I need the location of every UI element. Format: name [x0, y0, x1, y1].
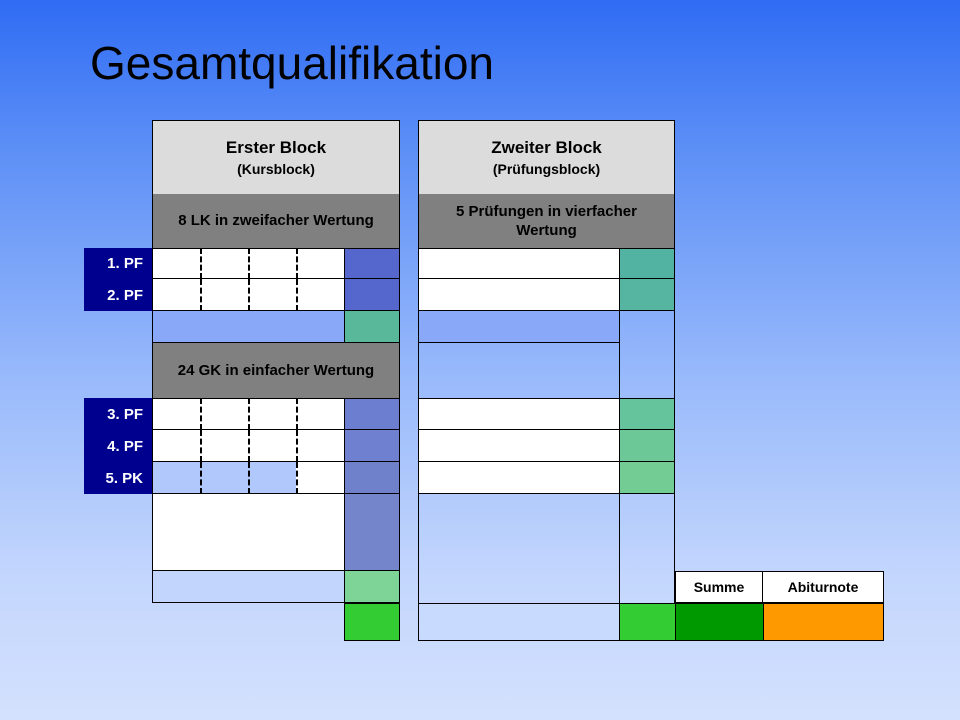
exam-cell[interactable]: [418, 398, 619, 430]
exam-subtotal-cell: [619, 398, 675, 430]
exam-cell[interactable]: [418, 462, 619, 494]
block2-exam-label: 5 Prüfungen in vierfacher Wertung: [418, 194, 675, 248]
row-label-4: 4. PF: [84, 430, 152, 462]
row-label-5: 5. PK: [84, 462, 152, 494]
exam-cell[interactable]: [418, 430, 619, 462]
gk-cell[interactable]: [152, 430, 200, 462]
lk-cell[interactable]: [296, 279, 344, 311]
lk-cell[interactable]: [200, 248, 248, 279]
block2-subtitle: (Prüfungsblock): [492, 161, 601, 177]
block2-exam-text: 5 Prüfungen in vierfacher Wertung: [456, 202, 637, 240]
exam-subtotal-cell: [619, 462, 675, 494]
exam-cell[interactable]: [418, 279, 619, 311]
gk-cell[interactable]: [296, 430, 344, 462]
lk-cell[interactable]: [152, 279, 200, 311]
exam-sum-spacer: [418, 311, 619, 343]
lk-cell[interactable]: [248, 248, 296, 279]
exam-gk-spacer: [418, 343, 619, 398]
gk-cell[interactable]: [152, 462, 200, 494]
gk-sum-spacer: [152, 571, 344, 603]
gk-cell[interactable]: [200, 462, 248, 494]
block1-title: Erster Block: [225, 138, 327, 157]
exam-extra-subtotal-spacer: [619, 494, 675, 603]
gk-cell[interactable]: [296, 462, 344, 494]
gk-cell[interactable]: [152, 398, 200, 430]
grade-value-cell: [763, 603, 884, 641]
gk-cell[interactable]: [248, 430, 296, 462]
exam-subtotal-cell: [619, 430, 675, 462]
lk-cell[interactable]: [296, 248, 344, 279]
gk-extra-cell[interactable]: [152, 494, 344, 571]
row-label-2: 2. PF: [84, 279, 152, 311]
gk-subtotal-cell: [344, 430, 400, 462]
gk-cell[interactable]: [248, 462, 296, 494]
exam-subtotal-cell: [619, 279, 675, 311]
block1-lk-label: 8 LK in zweifacher Wertung: [152, 194, 400, 248]
exam-subtotal-cell: [619, 248, 675, 279]
lk-sum-cell: [344, 311, 400, 343]
block2-header: Zweiter Block (Prüfungsblock): [418, 120, 675, 194]
block1-gk-text: 24 GK in einfacher Wertung: [177, 361, 375, 379]
exam-cell[interactable]: [418, 248, 619, 279]
block1-total-cell: [344, 603, 400, 641]
block2-exam-total-spacer: [418, 603, 619, 641]
exam-extra-spacer: [418, 494, 619, 603]
lk-sum-spacer: [152, 311, 344, 343]
block1-gk-label: 24 GK in einfacher Wertung: [152, 343, 400, 398]
gk-cell[interactable]: [200, 430, 248, 462]
lk-subtotal-cell: [344, 279, 400, 311]
gk-cell[interactable]: [248, 398, 296, 430]
lk-cell[interactable]: [152, 248, 200, 279]
block1-header: Erster Block (Kursblock): [152, 120, 400, 194]
gk-extra-subtotal-cell: [344, 494, 400, 571]
gk-cell[interactable]: [200, 398, 248, 430]
gk-cell[interactable]: [296, 398, 344, 430]
row-label-1: 1. PF: [84, 248, 152, 279]
slide-title: Gesamtqualifikation: [90, 37, 494, 89]
gk-subtotal-cell: [344, 462, 400, 494]
gk-sum-cell: [344, 571, 400, 603]
sum-value-cell: [675, 603, 763, 641]
block1-subtitle: (Kursblock): [237, 161, 315, 177]
block2-total-cell: [619, 603, 675, 641]
row-label-3: 3. PF: [84, 398, 152, 430]
lk-cell[interactable]: [200, 279, 248, 311]
gk-subtotal-cell: [344, 398, 400, 430]
block2-title: Zweiter Block: [491, 138, 602, 157]
exam-sum-merged-cell: [619, 311, 675, 398]
lk-cell[interactable]: [248, 279, 296, 311]
lk-subtotal-cell: [344, 248, 400, 279]
grade-label: Abiturnote: [763, 571, 884, 603]
sum-label: Summe: [675, 571, 763, 603]
block1-lk-text: 8 LK in zweifacher Wertung: [178, 212, 374, 230]
